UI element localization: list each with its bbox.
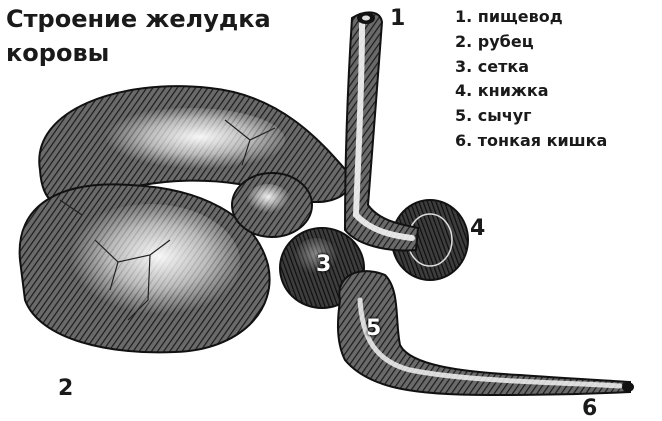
callout-6-small-intestine: 6 [582, 398, 597, 420]
title-line-2: коровы [6, 36, 271, 70]
legend-item-rumen: 2. рубец [455, 30, 607, 55]
legend-item-abomasum: 5. сычуг [455, 104, 607, 129]
page-title: Строение желудка коровы [6, 2, 271, 70]
legend-item-reticulum: 3. сетка [455, 55, 607, 80]
legend-item-omasum: 4. книжка [455, 79, 607, 104]
legend: 1. пищевод 2. рубец 3. сетка 4. книжка 5… [455, 5, 607, 154]
legend-item-small-intestine: 6. тонкая кишка [455, 129, 607, 154]
abomasum-and-small-intestine [338, 271, 630, 395]
callout-3-reticulum: 3 [316, 254, 331, 276]
callout-4-omasum: 4 [470, 218, 485, 240]
callout-1-esophagus: 1 [390, 8, 405, 30]
callout-5-abomasum: 5 [366, 318, 381, 340]
legend-item-esophagus: 1. пищевод [455, 5, 607, 30]
title-line-1: Строение желудка [6, 2, 271, 36]
callout-2-rumen: 2 [58, 378, 73, 400]
